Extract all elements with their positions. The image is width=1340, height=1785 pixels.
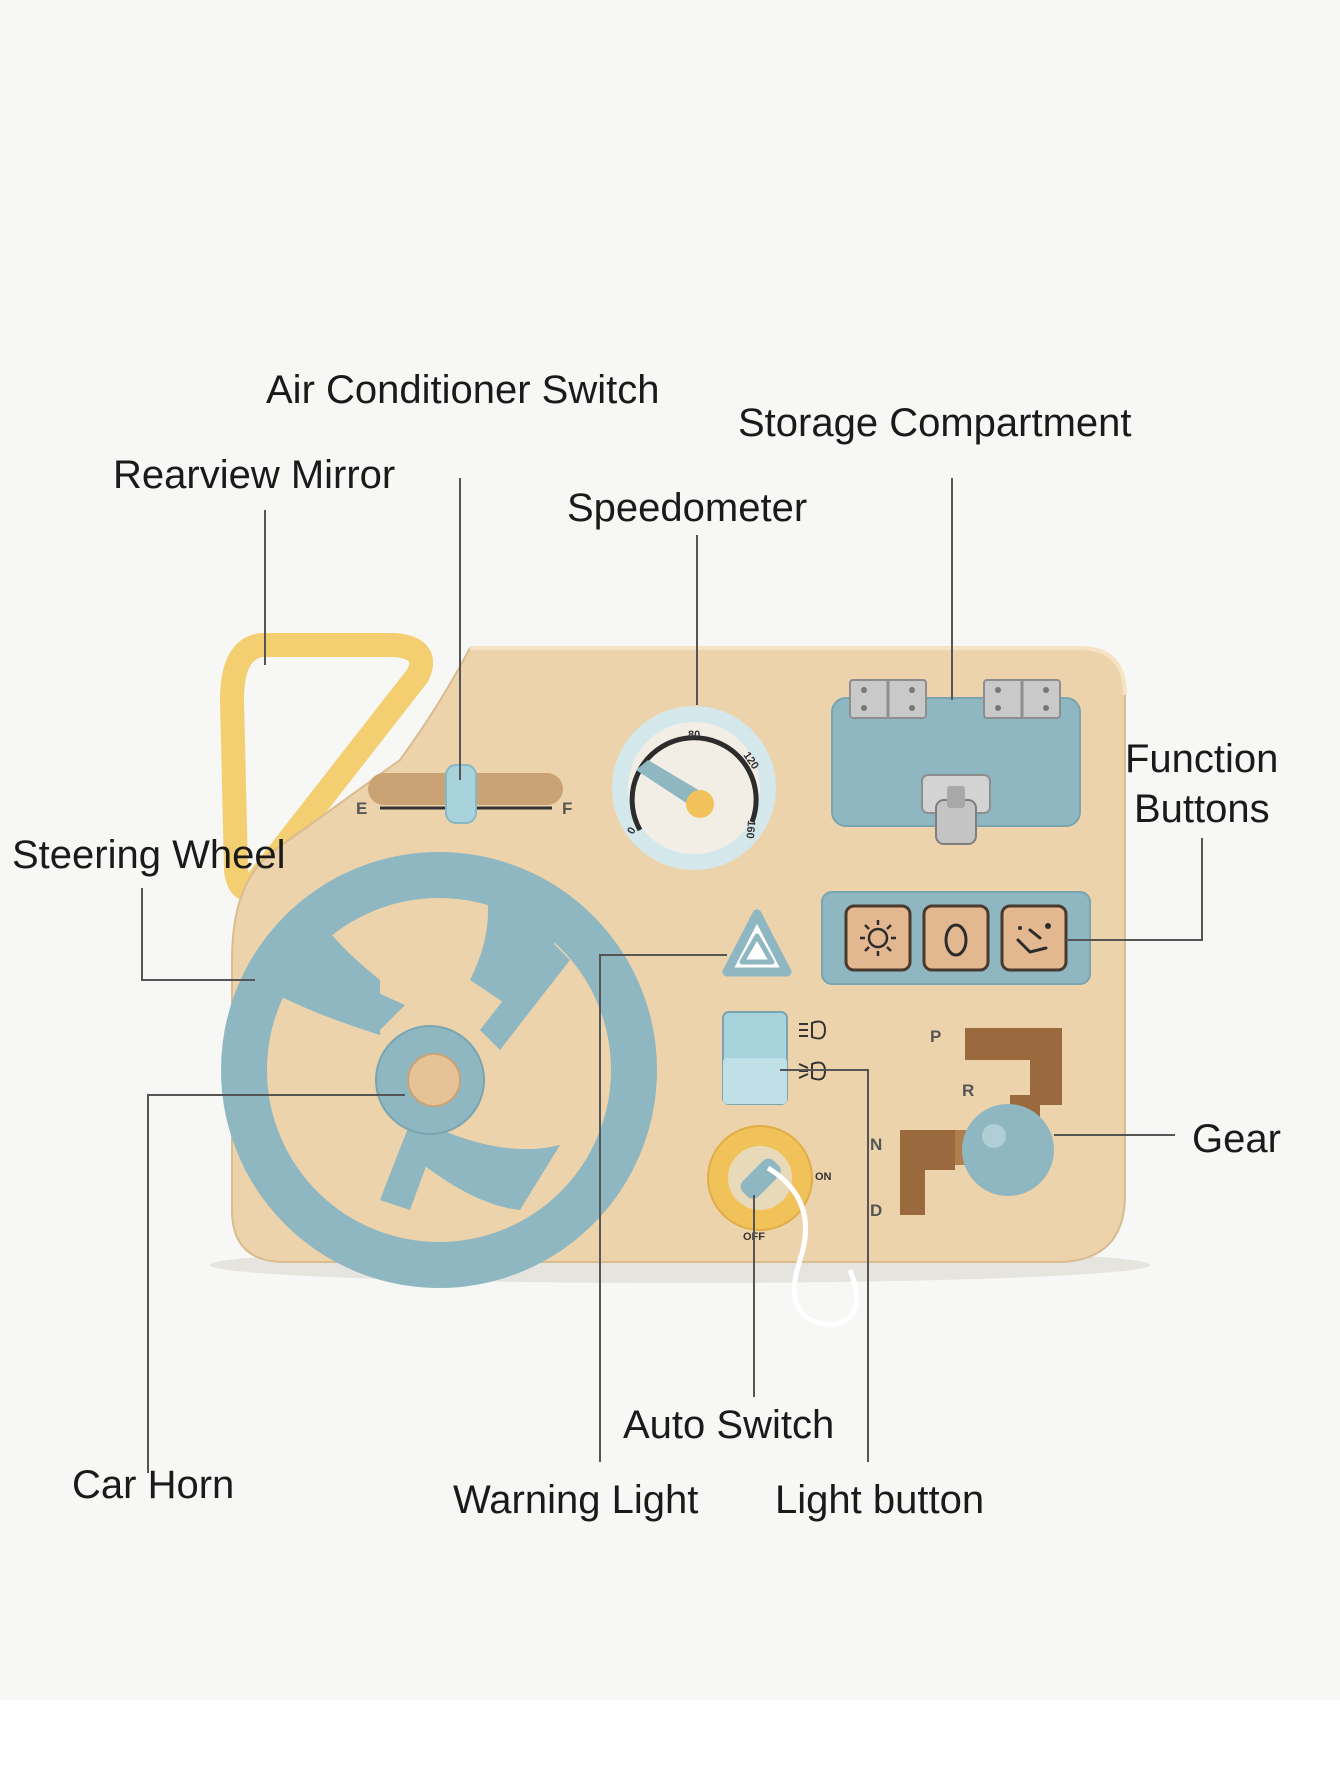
rearview-mirror — [220, 633, 433, 900]
label-gear: Gear — [1192, 1117, 1281, 1161]
label-speedometer: Speedometer — [567, 486, 807, 530]
fuel-empty-label: E — [356, 799, 367, 818]
key-string — [766, 1165, 860, 1328]
speed-tick-0: 0 — [625, 825, 638, 836]
label-car-horn: Car Horn — [72, 1463, 234, 1507]
label-steering-wheel: Steering Wheel — [12, 833, 285, 877]
hinge-right — [983, 679, 1061, 719]
label-function-buttons-line2: Buttons — [1134, 787, 1270, 831]
warning-triangle-icon — [739, 933, 775, 965]
label-auto-switch: Auto Switch — [623, 1403, 834, 1447]
car-horn-button[interactable] — [407, 1053, 461, 1107]
ignition-on-label: ON — [815, 1171, 832, 1183]
gear-r-label: R — [962, 1081, 974, 1100]
recline-seat-icon — [1016, 923, 1051, 954]
function-button-panel — [821, 891, 1091, 985]
storage-compartment-box[interactable] — [831, 679, 1081, 845]
gear-n-label: N — [870, 1135, 882, 1154]
headlight-icon — [799, 1020, 827, 1040]
busy-board-diagram: E F 80 120 160 0 — [12, 368, 1281, 1522]
label-function-buttons-line1: Function — [1125, 737, 1278, 781]
latch-icon[interactable] — [921, 774, 991, 845]
sun-icon — [860, 920, 896, 956]
label-rearview-mirror: Rearview Mirror — [113, 453, 395, 497]
ignition-switch[interactable]: ON OFF — [707, 1125, 860, 1328]
warning-light-button[interactable] — [722, 909, 792, 977]
air-conditioner-switch[interactable]: E F — [356, 764, 572, 824]
board-highlight — [470, 646, 1127, 696]
function-button-circle[interactable] — [922, 904, 990, 972]
speedometer-dial[interactable]: 80 120 160 0 — [612, 706, 776, 870]
leader-lines — [141, 478, 1203, 1473]
function-button-seat[interactable] — [1000, 904, 1068, 972]
label-warning-light: Warning Light — [453, 1478, 698, 1522]
label-storage-compartment: Storage Compartment — [738, 401, 1132, 445]
hinge-left — [849, 679, 927, 719]
label-light-button: Light button — [775, 1478, 984, 1522]
circle-icon — [944, 923, 968, 957]
gear-shifter[interactable]: P R N D — [870, 1027, 1062, 1220]
label-air-conditioner-switch: Air Conditioner Switch — [266, 368, 660, 412]
gear-d-label: D — [870, 1201, 882, 1220]
speed-tick-160: 160 — [743, 820, 757, 839]
function-button-sun[interactable] — [844, 904, 912, 972]
light-switch[interactable] — [722, 1011, 827, 1105]
diagram-canvas: E F 80 120 160 0 — [12, 368, 1281, 1522]
speed-tick-80: 80 — [688, 729, 700, 741]
fuel-full-label: F — [562, 799, 572, 818]
gear-p-label: P — [930, 1027, 941, 1046]
